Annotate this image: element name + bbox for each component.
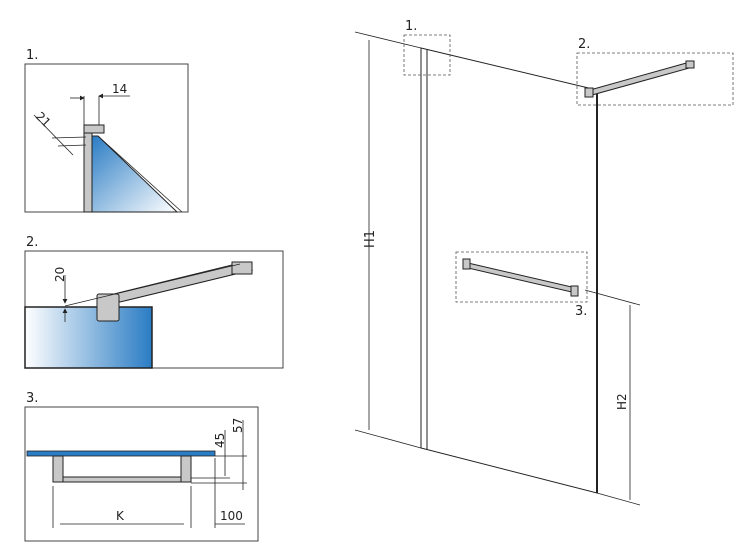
glass-wall [420,47,598,494]
dim-57: 57 [231,418,245,433]
glass-pane [24,306,153,369]
detail-2-panel: 2. 20 [24,235,284,369]
dim-45: 45 [213,433,227,448]
dim-h2: H2 [615,393,629,410]
dim-14: 14 [112,82,127,96]
detail-1-label: 1. [26,48,38,63]
towel-bar [62,476,182,483]
detail-1-panel: 1. 14 21 [24,48,189,213]
bar-clamp [96,293,120,322]
main-stabilizer-bar [589,61,694,96]
wall-profile [83,130,93,213]
callout-1-label: 1. [405,19,417,34]
dim-h1: H1 [363,230,378,248]
callout-2-label: 2. [578,37,590,52]
detail-2-label: 2. [26,235,38,250]
callout-box-3 [455,251,588,303]
dim-20: 20 [53,267,67,282]
detail-3-panel: 3. 45 57 K 100 [24,391,259,542]
dim-k: K [116,509,125,523]
dim-100: 100 [220,509,243,523]
detail-3-label: 3. [26,391,38,406]
callout-3-label: 3. [575,304,587,319]
glass-edge [26,450,216,457]
callout-box-2 [576,52,734,106]
callout-box-1 [403,34,451,76]
main-view: H1 H2 1. 2. 3. [354,19,734,506]
